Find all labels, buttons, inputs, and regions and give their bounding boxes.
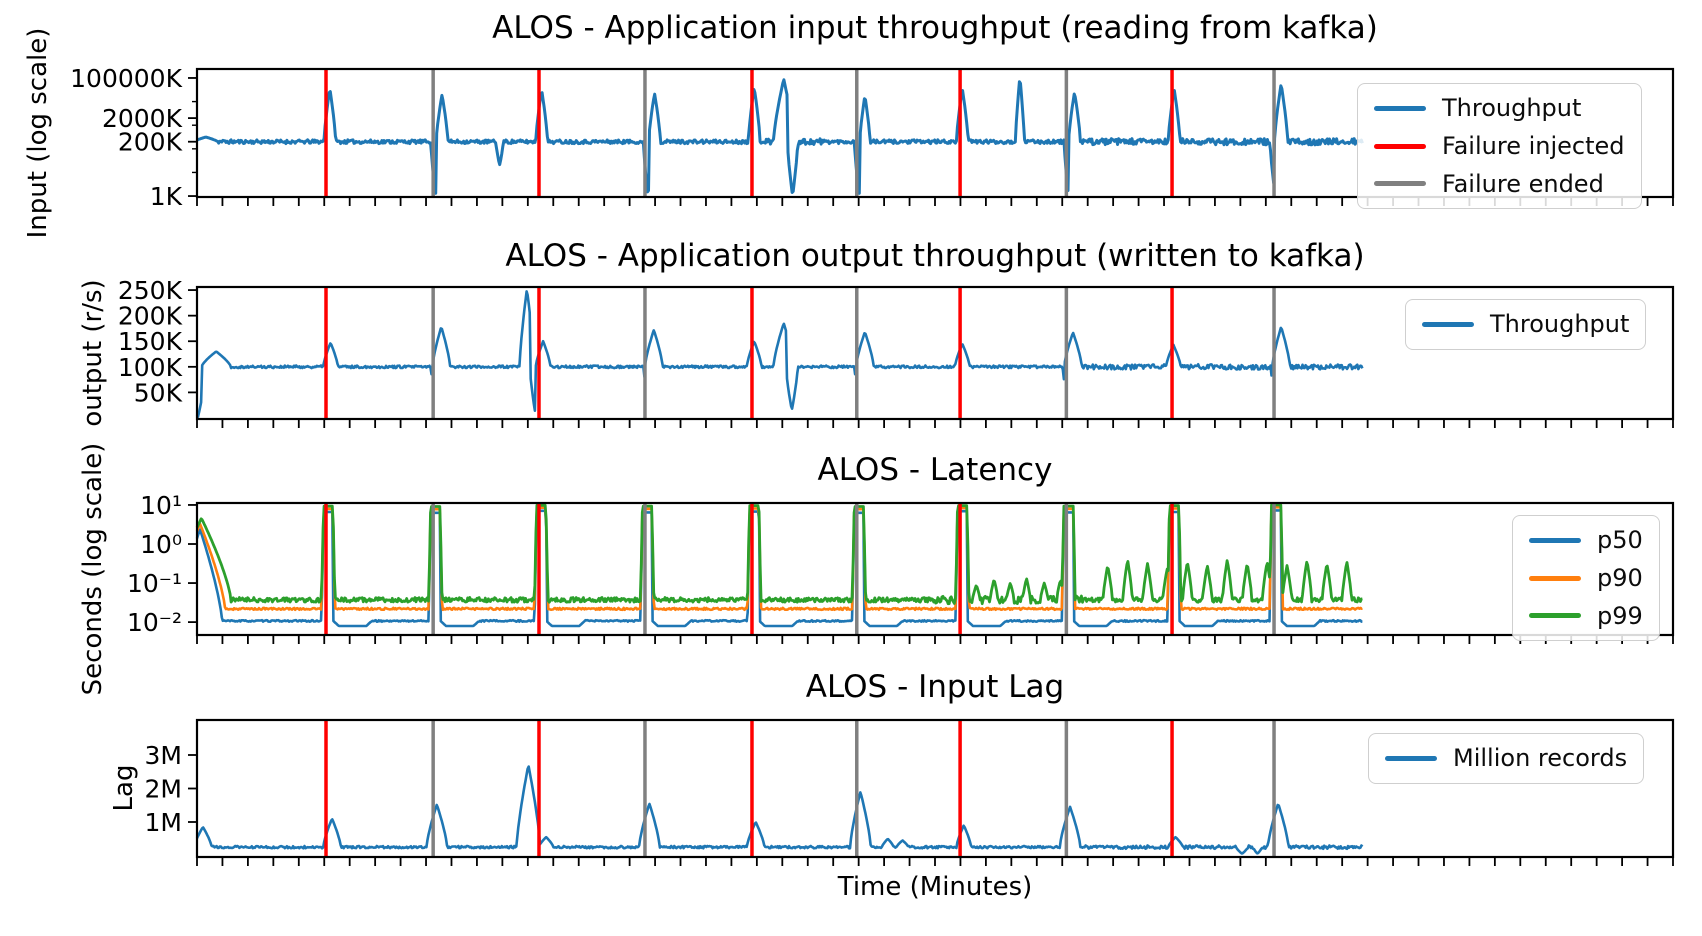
y-tick-label: 10¹ xyxy=(140,491,182,520)
y-tick-label: 10⁻² xyxy=(127,608,182,637)
p99-line-sample xyxy=(1529,613,1581,619)
plot1-legend: Throughput Failure injected Failure ende… xyxy=(1357,83,1642,210)
y-tick-label: 200K xyxy=(118,302,183,331)
legend-label: p50 xyxy=(1597,526,1643,554)
legend-label: Throughput xyxy=(1490,310,1630,338)
plot1-y-axis-label: Input (log scale) xyxy=(23,27,53,239)
y-tick-label: 150K xyxy=(118,327,183,356)
y-tick-label: 1M xyxy=(145,808,182,837)
plot3-latency-area: 10¹ 10⁰ 10⁻¹ 10⁻² xyxy=(127,491,1675,644)
series-p90 xyxy=(195,506,1363,612)
legend-item-failure-injected: Failure injected xyxy=(1374,132,1625,161)
y-tick-label: 3M xyxy=(145,741,182,770)
legend-label: Throughput xyxy=(1442,94,1582,122)
y-tick-label: 250K xyxy=(118,276,183,305)
x-axis-label: Time (Minutes) xyxy=(837,872,1033,902)
plot3-title: ALOS - Latency xyxy=(817,452,1053,488)
legend-item-p99: p99 xyxy=(1529,602,1643,631)
y-tick-label: 100K xyxy=(118,353,183,382)
plot4-input-lag-area: 1M 2M 3M xyxy=(145,718,1675,866)
y-tick-label: 200K xyxy=(118,128,183,157)
million-records-line-sample xyxy=(1385,755,1437,761)
y-tick-label: 50K xyxy=(134,378,183,407)
throughput-line-sample xyxy=(1422,321,1474,327)
plot1-title: ALOS - Application input throughput (rea… xyxy=(492,10,1378,46)
legend-label: p90 xyxy=(1597,563,1643,592)
series-million-records xyxy=(195,765,1364,855)
p90-line-sample xyxy=(1529,575,1581,581)
plot2-title: ALOS - Application output throughput (wr… xyxy=(505,238,1365,274)
y-tick-label: 1K xyxy=(150,182,183,211)
legend-item-p90: p90 xyxy=(1529,564,1643,593)
legend-item-p50: p50 xyxy=(1529,526,1643,555)
y-tick-label: 10⁰ xyxy=(140,530,182,559)
plot4-legend: Million records xyxy=(1368,733,1645,784)
legend-item-throughput: Throughput xyxy=(1422,310,1629,339)
plot-border xyxy=(195,501,1675,637)
series-p99 xyxy=(195,503,1363,606)
legend-item-million-records: Million records xyxy=(1385,744,1627,773)
y-tick-label: 100000K xyxy=(70,64,182,93)
legend-label: Million records xyxy=(1453,744,1628,772)
plot2-legend: Throughput xyxy=(1405,299,1647,350)
y-tick-label: 2000K xyxy=(102,104,183,133)
series-throughput xyxy=(196,78,1364,195)
legend-label: Failure injected xyxy=(1442,131,1625,160)
throughput-line-sample xyxy=(1374,105,1426,111)
y-tick-label: 10⁻¹ xyxy=(127,569,182,598)
plot4-y-axis-label: Lag xyxy=(109,764,139,812)
legend-item-failure-ended: Failure ended xyxy=(1374,170,1625,199)
failure-injected-line-sample xyxy=(1374,143,1426,149)
plot3-legend: p50 p90 p99 xyxy=(1512,515,1660,642)
plot3-y-axis-label: Seconds (log scale) xyxy=(78,442,108,696)
series-throughput xyxy=(195,290,1364,418)
legend-item-throughput: Throughput xyxy=(1374,94,1625,123)
failure-ended-line-sample xyxy=(1374,181,1426,187)
legend-label: p99 xyxy=(1597,601,1643,630)
y-tick-label: 2M xyxy=(145,775,182,804)
legend-label: Failure ended xyxy=(1442,169,1604,198)
plot2-y-axis-label: output (r/s) xyxy=(78,279,108,427)
plot4-title: ALOS - Input Lag xyxy=(805,669,1065,705)
p50-line-sample xyxy=(1529,537,1581,543)
